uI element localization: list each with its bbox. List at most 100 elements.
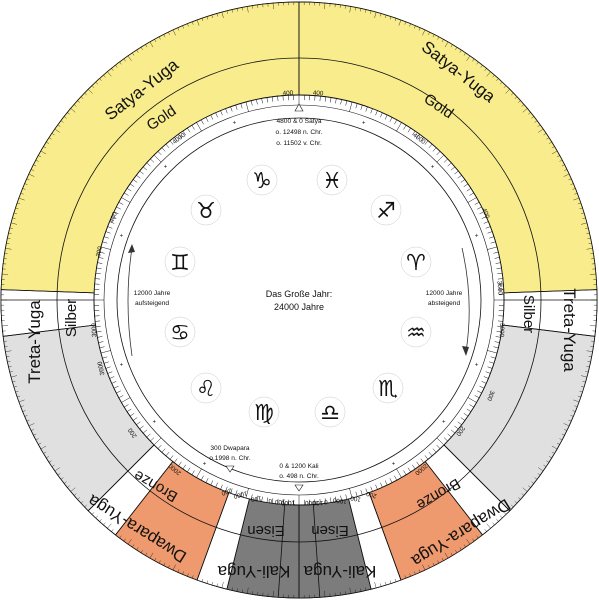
- kali-marker-line2: o. 498 n. Chr.: [279, 473, 319, 480]
- inner-disc: [116, 117, 482, 483]
- outer-tick: [466, 539, 471, 545]
- outer-tick: [581, 212, 585, 214]
- scale-tick: [495, 262, 501, 264]
- outer-tick: [31, 169, 34, 171]
- scale-tick: [97, 262, 103, 264]
- scale-tick: [330, 497, 332, 503]
- outer-tick: [586, 350, 593, 352]
- scale-tick: [467, 397, 477, 403]
- descending-arrowhead: [462, 346, 469, 356]
- outer-tick: [60, 477, 64, 480]
- outer-tick: [5, 248, 12, 250]
- scale-tick: [483, 376, 489, 379]
- scale-tick: [174, 137, 178, 142]
- aquarius-icon: ♒: [400, 316, 432, 348]
- outer-tick: [26, 178, 30, 181]
- outer-tick: [511, 92, 514, 96]
- scale-tick: [129, 183, 135, 187]
- scale-tick: [469, 404, 474, 408]
- leo-icon: ♌: [190, 372, 222, 404]
- scale-tick: [428, 451, 433, 457]
- outer-tick: [543, 464, 547, 467]
- outer-tick: [574, 405, 578, 407]
- outer-tick: [40, 150, 47, 155]
- scale-label-400-top-left: 400: [282, 90, 293, 98]
- scale-tick: [250, 100, 253, 106]
- sector-divider: [443, 444, 511, 512]
- outer-tick: [149, 552, 154, 559]
- scale-tick: [490, 356, 496, 359]
- outer-tick: [221, 12, 224, 19]
- scale-tick: [142, 166, 148, 171]
- svg-text:♋: ♋: [170, 320, 190, 345]
- outer-tick: [561, 433, 565, 436]
- outer-tick: [370, 10, 372, 14]
- libra-icon: ♎: [314, 396, 346, 428]
- scale-tick: [443, 158, 448, 163]
- scale-tick: [443, 437, 448, 442]
- outer-tick: [476, 535, 479, 539]
- outer-tick: [581, 386, 585, 388]
- outer-tick: [38, 155, 42, 158]
- scale-tick: [187, 467, 191, 473]
- outer-tick: [67, 485, 70, 488]
- outer-tick: [127, 55, 132, 61]
- scale-tick: [420, 137, 424, 142]
- scale-tick: [99, 251, 105, 254]
- outer-tick: [480, 532, 483, 535]
- outer-tick: [119, 61, 122, 65]
- scale-tick: [113, 211, 119, 215]
- treta-yuga-label-right: Treta-Yuga: [560, 288, 579, 372]
- silber-label-left: Silber: [63, 299, 80, 337]
- scale-plus-mark: +: [203, 462, 207, 468]
- outer-tick: [380, 583, 382, 587]
- outer-tick: [91, 85, 95, 88]
- outer-tick: [528, 485, 531, 488]
- outer-tick: [216, 13, 218, 17]
- outer-tick: [398, 19, 402, 26]
- outer-tick: [13, 386, 17, 388]
- svg-text:♏: ♏: [378, 376, 398, 401]
- outer-tick: [404, 21, 406, 25]
- scale-tick: [345, 100, 348, 106]
- outer-tick: [136, 547, 139, 551]
- scale-tick: [245, 488, 249, 499]
- outer-tick: [486, 523, 491, 529]
- outer-tick: [459, 49, 462, 53]
- scale-tick: [230, 488, 233, 494]
- outer-tick: [556, 155, 560, 158]
- outer-tick: [177, 27, 180, 31]
- outer-tick: [46, 456, 49, 459]
- scale-tick: [497, 325, 503, 328]
- scale-tick: [111, 216, 117, 219]
- outer-tick: [505, 89, 510, 94]
- outer-tick: [437, 560, 440, 564]
- outer-tick: [182, 571, 184, 575]
- outer-tick: [570, 415, 574, 417]
- scale-tick: [126, 188, 132, 192]
- outer-tick: [192, 575, 194, 579]
- scale-tick: [191, 125, 195, 130]
- outer-tick: [441, 39, 444, 43]
- outer-tick: [22, 188, 26, 190]
- outer-tick: [111, 529, 114, 532]
- sector-divider: [424, 461, 483, 536]
- outer-tick: [6, 356, 10, 358]
- scale-tick: [136, 421, 141, 425]
- scale-tick: [450, 429, 456, 434]
- outer-tick: [64, 481, 67, 484]
- outer-tick: [77, 497, 80, 500]
- svg-text:♍: ♍: [254, 400, 274, 425]
- bottom-scale-num: 100: [349, 494, 361, 503]
- scale-tick: [436, 437, 445, 446]
- scale-plus-mark: +: [152, 419, 156, 425]
- outer-tick: [360, 8, 362, 12]
- outer-tick: [18, 399, 25, 403]
- outer-tick: [505, 506, 510, 511]
- outer-tick: [324, 590, 326, 597]
- scale-label-300-right: 300: [485, 389, 495, 402]
- top-marker-line3: o. 11502 v. Chr.: [276, 140, 322, 147]
- outer-tick: [211, 14, 213, 18]
- treta-yuga-label-left: Treta-Yuga: [25, 300, 44, 384]
